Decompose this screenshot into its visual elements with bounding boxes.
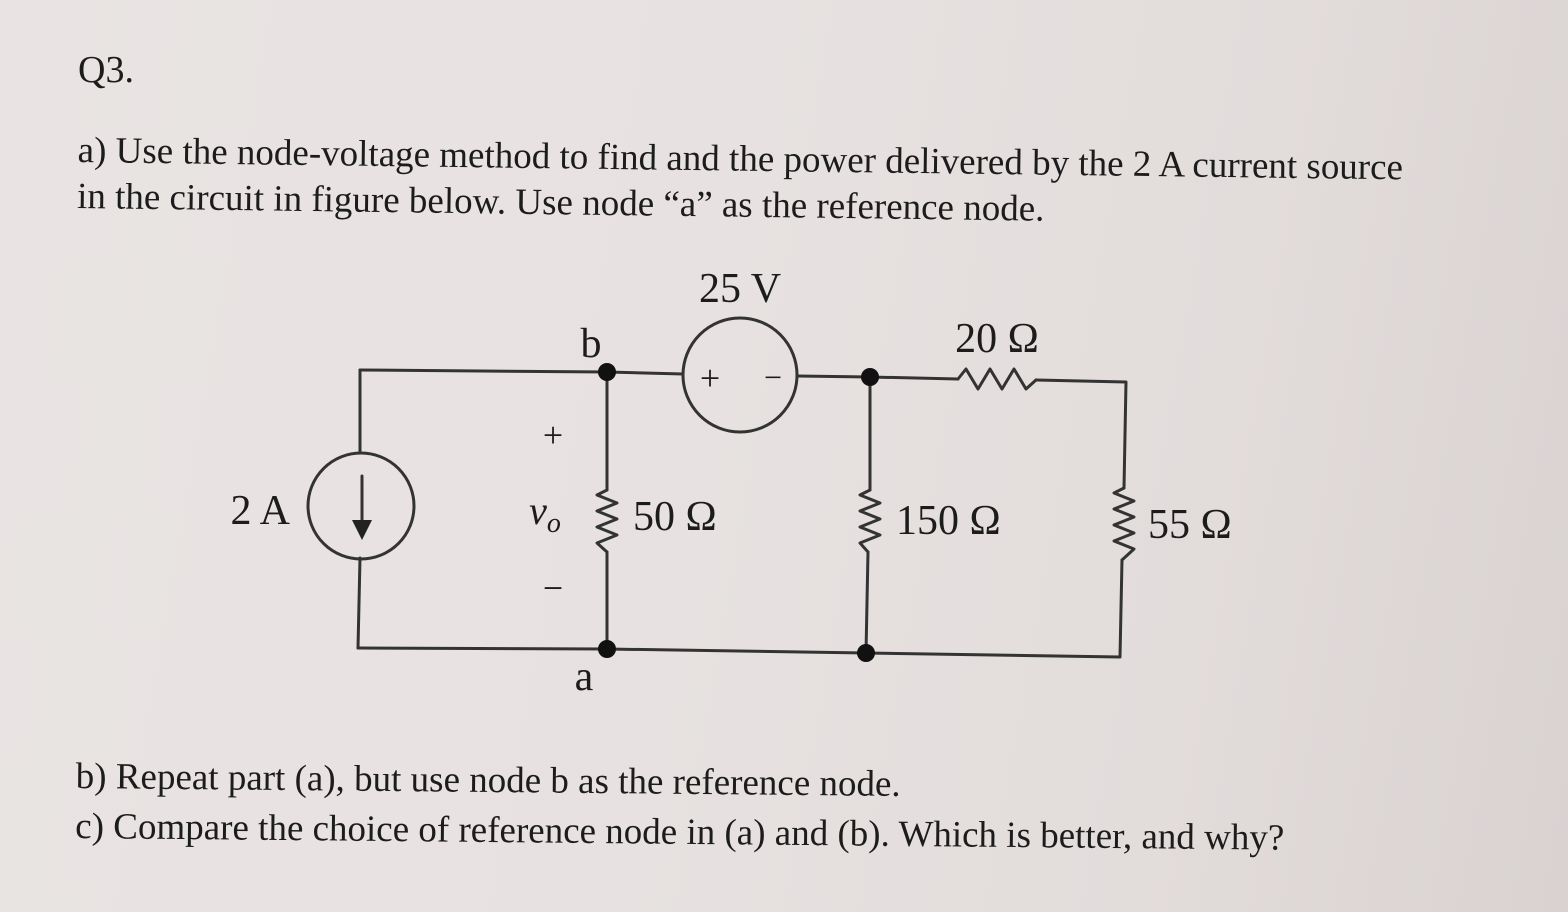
node-a-label: a xyxy=(575,654,594,700)
resistor-150-ohm-label: 150 Ω xyxy=(896,498,1001,544)
voltage-source-minus: − xyxy=(764,359,782,395)
parts-b-c-text: b) Repeat part (a), but use node b as th… xyxy=(75,752,1285,864)
vo-plus: + xyxy=(543,415,563,455)
vo-label: vo xyxy=(529,488,561,539)
wire-node-to-20ohm xyxy=(868,375,960,381)
resistor-150-ohm xyxy=(858,488,882,554)
current-source-circle xyxy=(306,451,416,561)
resistor-55-ohm-label: 55 Ω xyxy=(1148,502,1232,548)
wire-b-to-source xyxy=(605,370,685,376)
resistor-50-ohm-label: 50 Ω xyxy=(633,494,717,540)
wire-left-vertical-bottom xyxy=(356,556,362,650)
current-source-label: 2 A xyxy=(230,488,290,534)
resistor-50-ohm xyxy=(595,488,619,554)
voltage-source-plus: + xyxy=(700,358,720,398)
wire-bottom xyxy=(356,558,1124,659)
wire-source-to-node xyxy=(795,374,872,379)
node-a-dot xyxy=(598,640,616,658)
resistor-20-ohm-label: 20 Ω xyxy=(955,316,1039,362)
node-b-dot xyxy=(598,363,616,381)
node-b-label: b xyxy=(581,321,602,367)
node-bottom-right-dot xyxy=(857,644,875,662)
resistor-20-ohm xyxy=(956,367,1038,391)
wire-top-left xyxy=(358,368,609,374)
wire-150ohm-bottom xyxy=(864,550,870,655)
voltage-source-circle xyxy=(681,316,799,434)
resistor-55-ohm xyxy=(1112,486,1136,562)
node-top-right-dot xyxy=(861,368,879,386)
wire-20ohm-to-right xyxy=(1034,378,1128,490)
voltage-source-label: 25 V xyxy=(699,266,781,312)
question-label: Q3. xyxy=(78,49,134,91)
vo-minus: − xyxy=(543,568,563,608)
arrow-down-icon xyxy=(352,474,372,540)
